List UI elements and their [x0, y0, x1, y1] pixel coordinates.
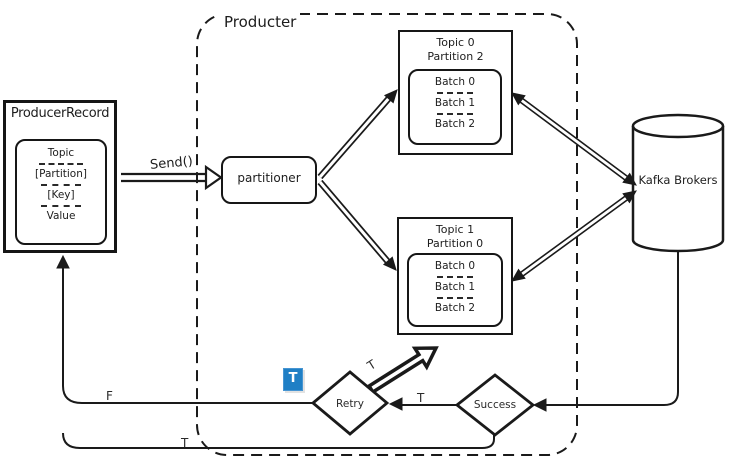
- edge-label-retry-false: F: [106, 389, 113, 403]
- partitioner-box: partitioner: [221, 156, 317, 204]
- topic0-title-line1: Topic 0: [436, 36, 475, 49]
- kafka-cylinder-top: [631, 113, 725, 139]
- divider: [437, 297, 473, 299]
- divider: [437, 113, 473, 115]
- topic0-title: Topic 0 Partition 2: [400, 32, 511, 65]
- retry-label: Retry: [336, 398, 364, 410]
- success-label: Success: [473, 399, 517, 411]
- divider: [41, 184, 81, 186]
- retry-resend-arrow: [366, 346, 439, 395]
- topic1-title: Topic 1 Partition 0: [399, 219, 511, 252]
- field-topic: Topic: [47, 147, 75, 159]
- partitioner-to-topic0-arrow: [317, 89, 398, 180]
- producer-record-fields-box: Topic [Partition] [Key] Value: [15, 139, 107, 245]
- batch-item: Batch 1: [434, 281, 476, 293]
- retry-diamond: [310, 370, 390, 436]
- kafka-to-success-arrow: [532, 251, 679, 412]
- batch-item: Batch 0: [434, 260, 476, 272]
- field-key: [Key]: [47, 189, 75, 201]
- producer-container-outline: [196, 13, 578, 456]
- topic1-title-line1: Topic 1: [435, 223, 475, 236]
- edge-label-success-true: T: [181, 436, 189, 450]
- producer-record-box: ProducerRecord Topic [Partition] [Key] V…: [3, 100, 117, 253]
- field-partition: [Partition]: [35, 168, 87, 180]
- topic0-title-line2: Partition 2: [427, 50, 484, 64]
- edge-label-success-to-retry: T: [417, 391, 425, 405]
- batch-item: Batch 0: [434, 76, 476, 88]
- kafka-cylinder-body: [631, 126, 725, 253]
- batch-item: Batch 2: [434, 118, 476, 130]
- producer-container-label: Producter: [220, 13, 301, 31]
- topic0-batches-box: Batch 0 Batch 1 Batch 2: [408, 69, 502, 145]
- topic1-kafka-arrow: [511, 190, 637, 282]
- divider: [41, 205, 81, 207]
- divider: [437, 92, 473, 94]
- topic1-title-line2: Partition 0: [426, 237, 484, 251]
- topic1-partition0-box: Topic 1 Partition 0 Batch 0 Batch 1 Batc…: [397, 217, 513, 335]
- producer-record-title: ProducerRecord: [10, 106, 110, 121]
- partitioner-to-topic1-arrow: [317, 179, 397, 271]
- topic0-partition2-box: Topic 0 Partition 2 Batch 0 Batch 1 Batc…: [398, 30, 513, 155]
- topic1-batches-box: Batch 0 Batch 1 Batch 2: [407, 253, 503, 327]
- success-to-retry-arrow: [388, 397, 457, 411]
- divider: [39, 163, 83, 165]
- send-arrow: [121, 164, 223, 191]
- topic0-kafka-arrow: [511, 92, 637, 186]
- retry-to-record-arrow: [56, 254, 313, 404]
- success-diamond: [454, 373, 536, 437]
- text-tool-overlay-icon[interactable]: T: [283, 368, 303, 391]
- batch-item: Batch 1: [434, 97, 476, 109]
- batch-item: Batch 2: [434, 302, 476, 314]
- success-bottom-loop-line: [62, 432, 495, 449]
- partitioner-label: partitioner: [237, 171, 301, 185]
- kafka-brokers-label: Kafka Brokers: [638, 173, 718, 187]
- divider: [437, 276, 473, 278]
- field-value: Value: [46, 210, 76, 222]
